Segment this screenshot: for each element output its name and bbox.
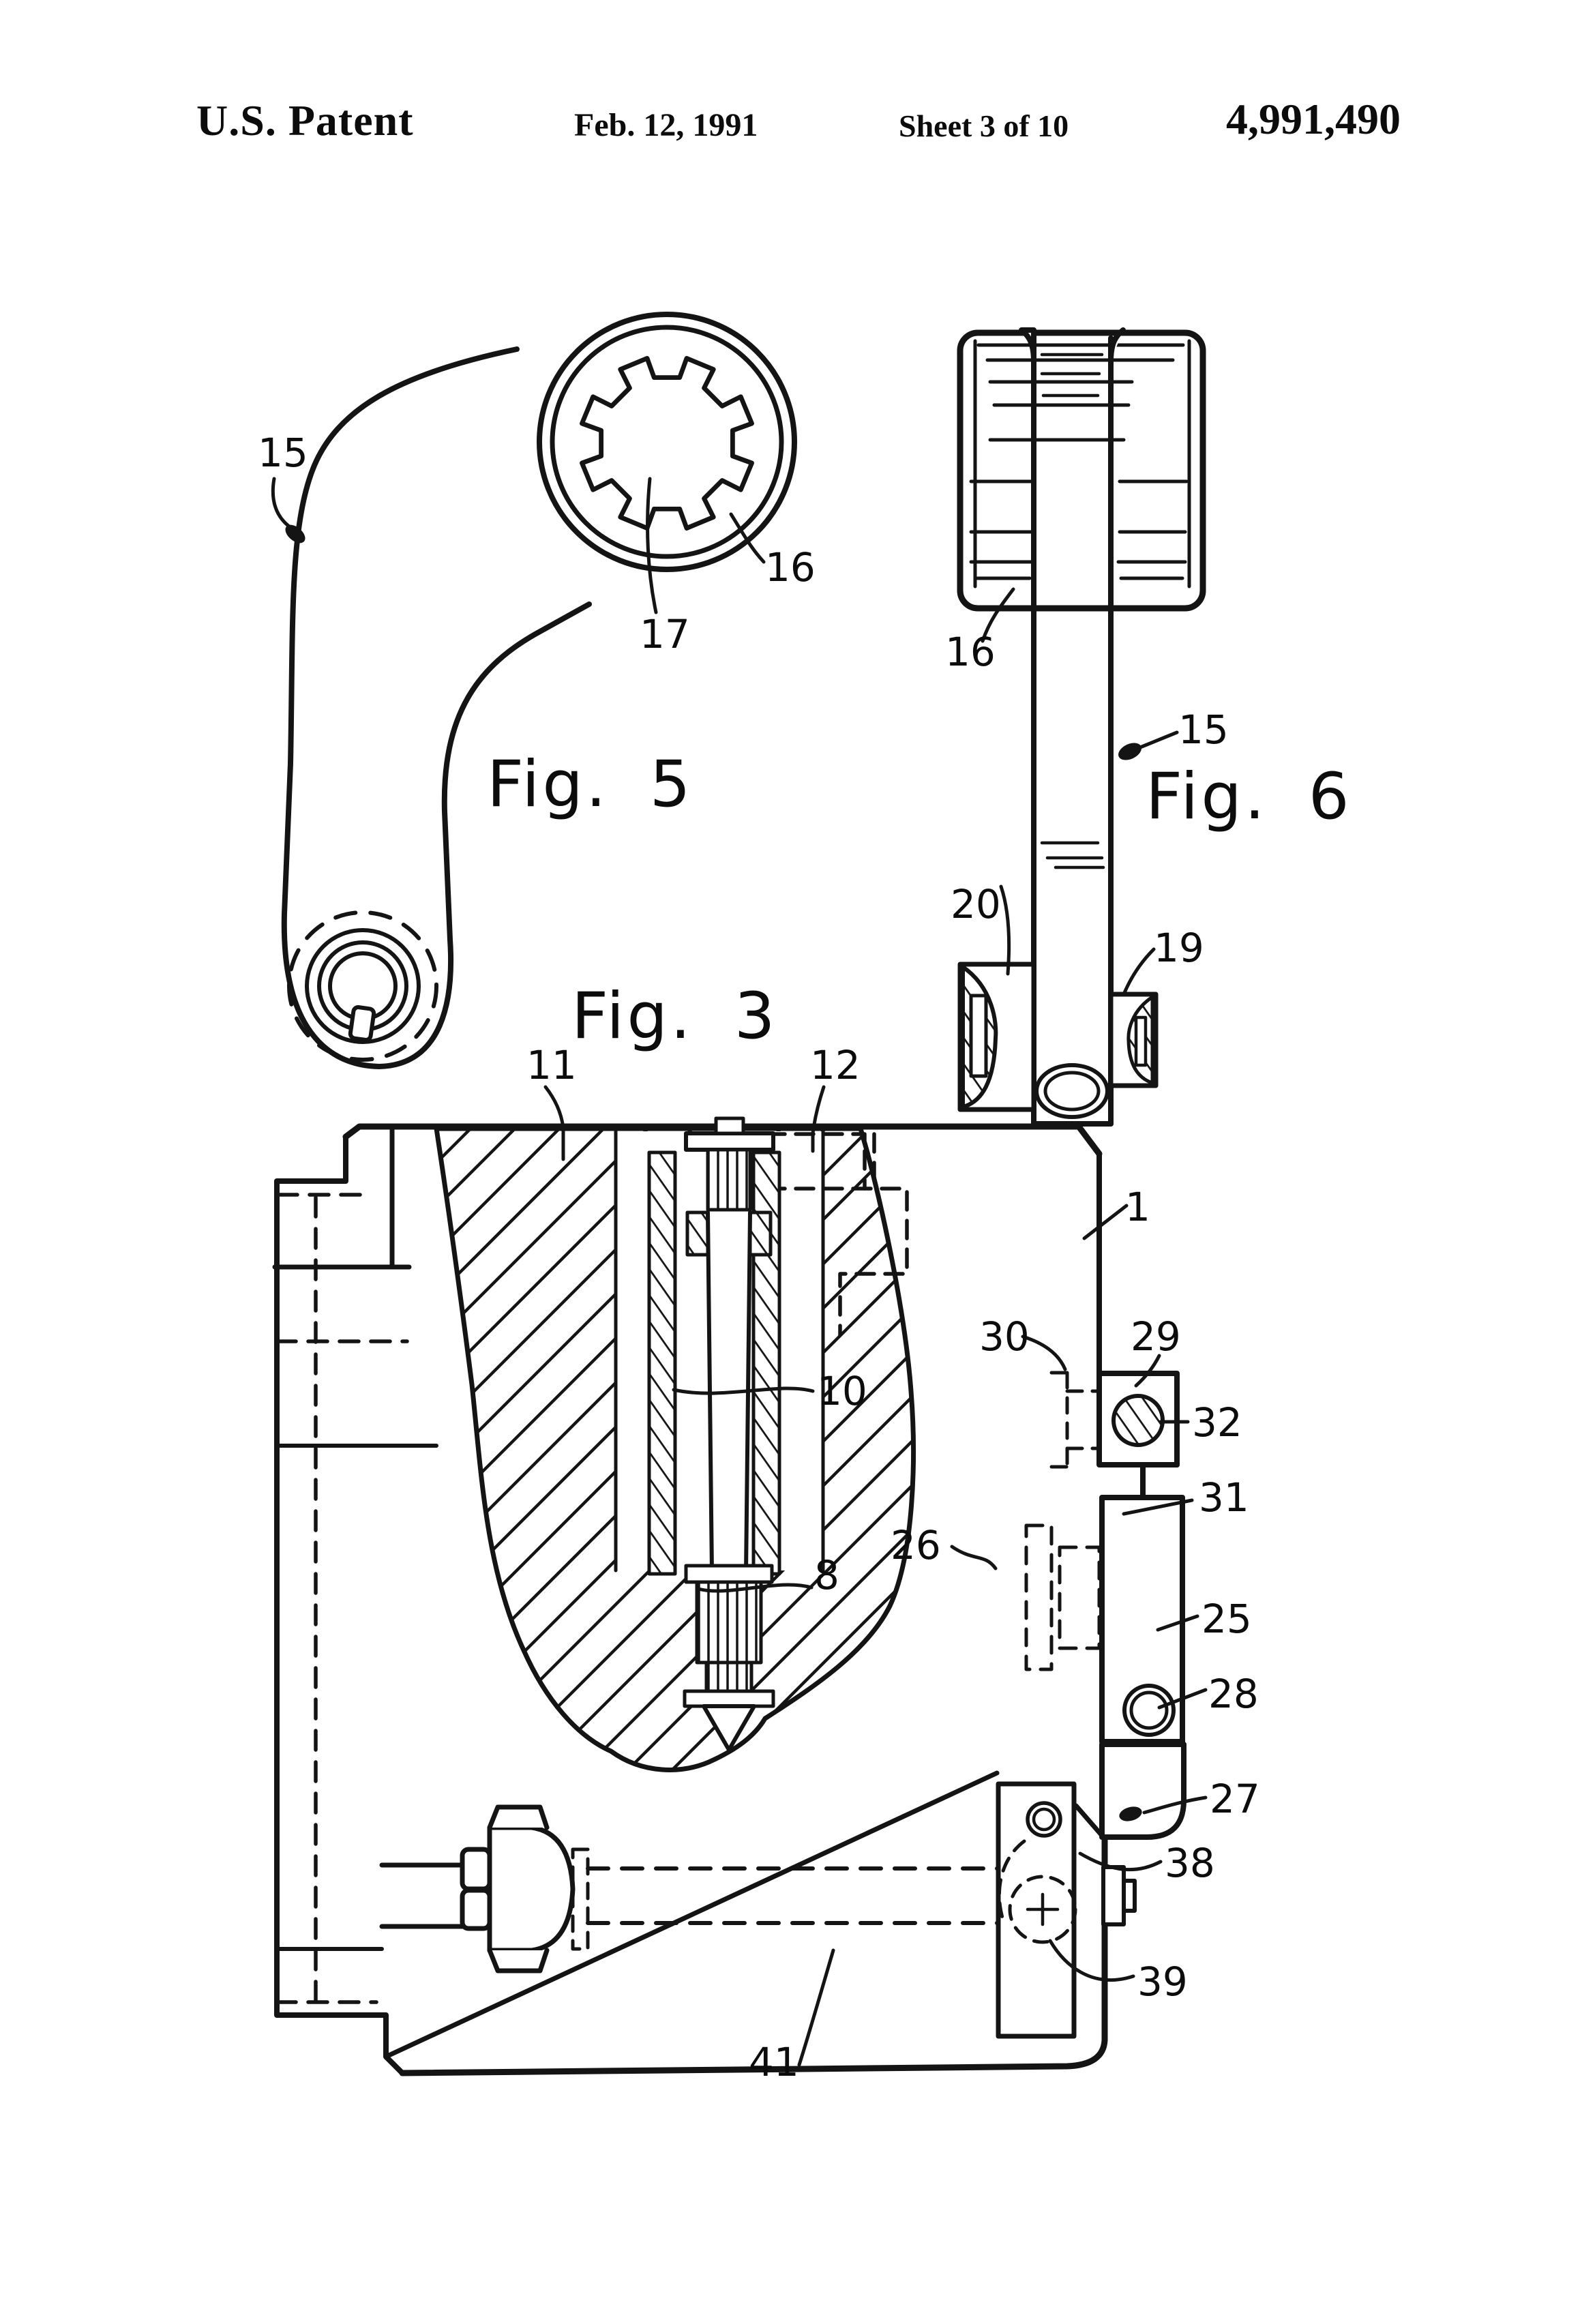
fig3-ref-39: 39	[1137, 1958, 1188, 2005]
fig5-ref-16: 16	[765, 544, 816, 591]
fig5-ring-outer	[537, 312, 797, 572]
fig3-hole-28-outer	[1122, 1684, 1176, 1737]
fig6-leader-20	[999, 884, 1011, 976]
fig6-pivot-hole-inner	[1043, 1071, 1101, 1112]
fig3-hidden-cavity-12	[765, 1132, 909, 1337]
fig3-bottom-washer	[683, 1689, 775, 1708]
fig6-leader-15	[1138, 730, 1179, 749]
fig6-ref-20: 20	[951, 881, 1001, 927]
fig5-leader-15-dot	[285, 524, 305, 543]
fig6-head-block	[957, 329, 1206, 612]
fig6-ref-15: 15	[1178, 706, 1229, 753]
fig3-bottom-washer-top	[684, 1564, 774, 1584]
fig3-hidden-arc-39	[997, 1839, 1026, 1920]
fig6-leader-16	[981, 587, 1015, 643]
fig3-spring-bottom	[704, 1660, 753, 1693]
fig5-caption: Fig. 5	[487, 747, 693, 822]
fig3-bottom-cap	[702, 1704, 756, 1752]
fig6-ref-19: 19	[1154, 925, 1204, 971]
fig6-caption: Fig. 6	[1146, 760, 1352, 834]
fig5-ref-17: 17	[640, 611, 690, 657]
fig3-ref-11: 11	[526, 1042, 577, 1088]
fig6-drawing	[957, 327, 1206, 1127]
fig5-leader-17	[646, 477, 658, 614]
fig3-collar-left	[685, 1210, 710, 1257]
fig3-bracket-hole-inner	[1032, 1807, 1056, 1832]
fig6-shading-lines	[969, 358, 1189, 580]
fig3-ref-38: 38	[1165, 1840, 1215, 1886]
fig3-ref-41: 41	[749, 2039, 799, 2085]
fig3-ref-10: 10	[817, 1368, 867, 1414]
patent-office-title: U.S. Patent	[196, 96, 414, 145]
fig3-ref-25: 25	[1202, 1596, 1252, 1642]
fig3-caption: Fig. 3	[571, 979, 778, 1054]
fig3-ref-30: 30	[979, 1313, 1030, 1360]
fig3-ref-29: 29	[1131, 1313, 1181, 1360]
fig3-hidden-rod-41	[571, 1847, 1000, 1951]
fig3-bolt-assembly	[379, 1804, 576, 1973]
fig3-hidden-keyway-30	[1049, 1371, 1100, 1469]
fig6-leader-19	[1122, 947, 1156, 996]
fig5-leader-16	[729, 512, 766, 564]
patent-number: 4,991,490	[1226, 95, 1401, 143]
fig5-arm-outline	[281, 346, 592, 1069]
fig6-ref-16: 16	[945, 629, 996, 675]
fig3-leader-27-dot	[1119, 1806, 1142, 1821]
fig5-spring-end-tab	[348, 1005, 376, 1042]
fig3-bottom-edge	[399, 1835, 1108, 2076]
fig3-ref-1: 1	[1125, 1184, 1150, 1230]
fig3-foot-27	[1099, 1742, 1186, 1840]
fig3-left-profile	[274, 1134, 405, 2076]
patent-date: Feb. 12, 1991	[574, 107, 758, 143]
sheet-number: Sheet 3 of 10	[899, 108, 1069, 143]
fig5-ref-15: 15	[258, 430, 308, 476]
fig3-ref-26: 26	[891, 1522, 941, 1568]
fig3-nut-on-rod	[1101, 1865, 1137, 1926]
fig5-ring-inner	[550, 325, 784, 559]
fig3-ref-32: 32	[1192, 1399, 1242, 1446]
fig5-drawing	[271, 312, 797, 1069]
fig3-top-washer	[684, 1131, 775, 1152]
fig6-pivot-hole-outer	[1034, 1063, 1109, 1119]
fig3-hidden-cavity-26	[1024, 1523, 1101, 1671]
fig3-pin-32	[1111, 1394, 1165, 1447]
fig3-drawing	[272, 1085, 1208, 2076]
fig3-step-31	[1140, 1462, 1180, 1500]
fig3-leaders	[543, 1085, 1208, 2067]
fig3-bracket-hole-outer	[1026, 1801, 1062, 1838]
fig6-leader-15-dot	[1118, 743, 1141, 760]
fig3-ref-8: 8	[814, 1552, 839, 1598]
fig5-spline-bore	[580, 356, 754, 531]
fig3-top-cap	[714, 1116, 745, 1135]
fig3-spline-bottom	[695, 1580, 763, 1665]
fig5-spring-coil-1	[305, 928, 421, 1044]
fig3-hole-28-inner	[1129, 1690, 1169, 1730]
fig3-hidden-nut-39	[1008, 1875, 1077, 1944]
fig3-ref-31: 31	[1199, 1474, 1249, 1521]
fig3-ref-12: 12	[810, 1042, 861, 1088]
fig5-leader-15	[271, 477, 291, 528]
fig3-left-hidden-lines	[275, 1193, 409, 2004]
fig3-bevel-line-right	[1073, 1803, 1106, 1840]
fig3-sleeve-left	[647, 1150, 677, 1576]
fig3-ref-27: 27	[1210, 1776, 1260, 1822]
fig3-bevel-line-left	[383, 1770, 1000, 2059]
fig6-bar-shading	[1040, 353, 1105, 869]
fig5-hidden-circle	[287, 910, 438, 1062]
fig3-spline-top	[706, 1148, 752, 1212]
fig3-collar-right	[748, 1210, 773, 1257]
fig3-ref-28: 28	[1208, 1671, 1259, 1717]
